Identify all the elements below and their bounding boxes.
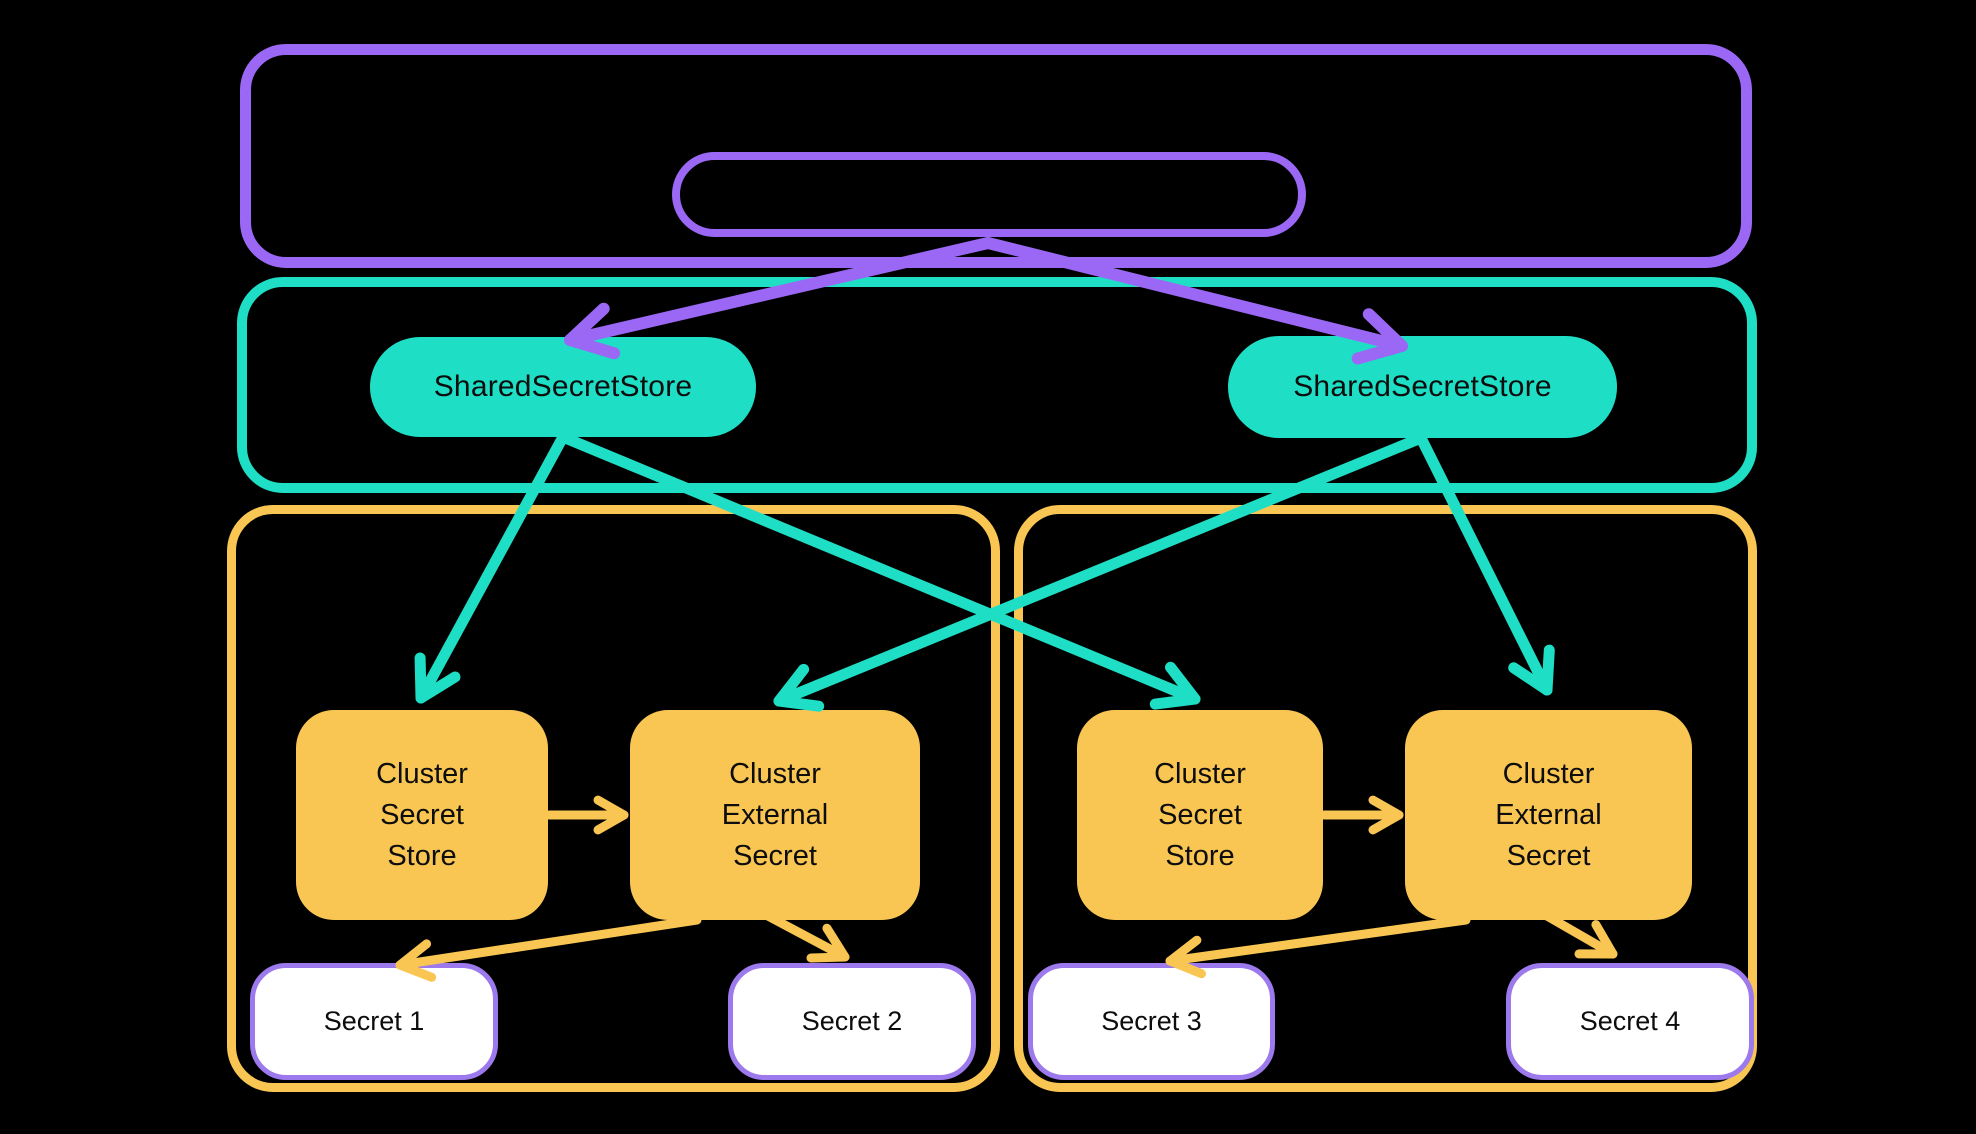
arrow-split-to-shared-left — [564, 237, 994, 360]
cluster-external-secret-1-line2: External — [721, 798, 829, 831]
secret-2-pill: Secret 2 — [728, 963, 976, 1080]
secret-4-pill: Secret 4 — [1506, 963, 1754, 1080]
cluster-external-secret-2-line2: External — [1495, 798, 1602, 831]
shared-secret-store-right: SharedSecretStore — [1228, 336, 1617, 438]
arrow-shared-left-to-cluster-secret-store-2 — [557, 431, 1201, 710]
management-cluster-container — [240, 44, 1752, 268]
cluster-external-secret-1-line1: Cluster — [729, 757, 821, 790]
secret-3-pill: Secret 3 — [1028, 963, 1275, 1080]
cluster-secret-store-1-line2: Secret — [380, 798, 464, 831]
cluster-external-secret-1-box: Cluster External Secret — [630, 710, 920, 920]
arrow-shared-right-to-cluster-external-secret-2 — [1415, 432, 1555, 696]
cluster-secret-store-2-line3: Store — [1165, 839, 1235, 872]
shared-secret-store-left-label: SharedSecretStore — [433, 370, 693, 403]
cluster-secret-store-2-line2: Secret — [1158, 798, 1242, 831]
shared-secret-store-right-label: SharedSecretStore — [1293, 370, 1552, 403]
arrow-external1-to-secret2 — [763, 911, 850, 963]
cluster-namespace-container-left — [227, 505, 1000, 1092]
arrow-external1-to-secret1 — [395, 915, 702, 982]
cluster-secret-store-2-line1: Cluster — [1154, 757, 1246, 790]
shared-store-layer-container — [237, 277, 1757, 493]
arrow-shared-left-to-cluster-secret-store-1 — [414, 431, 569, 704]
arrow-store1-to-external1 — [544, 795, 629, 835]
secret-1-label: Secret 1 — [323, 1006, 425, 1036]
cluster-external-secret-2-box: Cluster External Secret — [1405, 710, 1692, 920]
cluster-external-secret-2-line1: Cluster — [1502, 757, 1595, 790]
arrow-shared-right-to-cluster-external-secret-1 — [773, 432, 1427, 712]
cluster-secret-store-1-box: Cluster Secret Store — [296, 710, 548, 920]
secret-2-label: Secret 2 — [801, 1006, 903, 1036]
secret-1-pill: Secret 1 — [250, 963, 498, 1080]
arrow-split-to-shared-right — [982, 237, 1408, 365]
management-inner-pill — [672, 152, 1306, 237]
arrow-store2-to-external2 — [1319, 795, 1404, 835]
cluster-external-secret-2-line3: Secret — [1506, 839, 1591, 872]
shared-secret-store-left: SharedSecretStore — [370, 337, 756, 437]
arrow-external2-to-secret3 — [1165, 915, 1471, 979]
cluster-secret-store-2-box: Cluster Secret Store — [1077, 710, 1323, 920]
cluster-namespace-container-right — [1014, 505, 1757, 1092]
secret-3-label: Secret 3 — [1101, 1006, 1202, 1036]
cluster-external-secret-1-line3: Secret — [733, 839, 817, 872]
arrow-external2-to-secret4 — [1542, 911, 1618, 959]
secret-4-label: Secret 4 — [1579, 1006, 1681, 1036]
cluster-secret-store-1-line1: Cluster — [376, 757, 468, 790]
cluster-secret-store-1-line3: Store — [387, 839, 457, 872]
